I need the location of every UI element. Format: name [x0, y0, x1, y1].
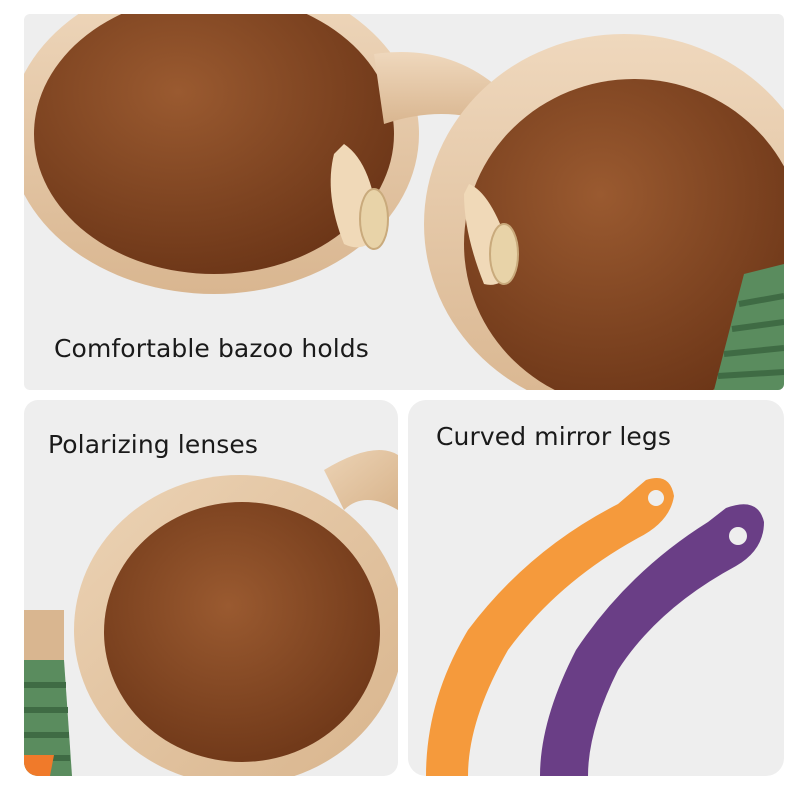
nose-pad-caption: Comfortable bazoo holds — [54, 334, 369, 363]
temple-legs-illustration — [426, 478, 764, 776]
temple-ridges — [24, 682, 70, 761]
bridge — [374, 52, 494, 124]
purple-leg-hole — [729, 527, 747, 545]
right-lens — [464, 79, 784, 390]
lens-caption: Polarizing lenses — [48, 430, 259, 459]
temple-legs-panel: Curved mirror legs — [408, 400, 784, 776]
left-lens — [34, 14, 394, 274]
nose-pad-illustration — [24, 14, 784, 390]
lens-illustration — [24, 450, 398, 776]
lens — [104, 502, 380, 762]
lens-panel: Polarizing lenses — [24, 400, 398, 776]
orange-leg-hole — [648, 490, 664, 506]
orange-temple-leg — [426, 478, 674, 776]
temple-ridges — [717, 293, 784, 379]
orange-temple-tip — [24, 755, 54, 776]
bridge-stub — [324, 450, 398, 510]
right-nose-pad-button — [489, 223, 519, 285]
left-nose-pad-button — [359, 188, 389, 250]
purple-temple-leg — [540, 504, 764, 776]
temple-legs-caption: Curved mirror legs — [436, 422, 671, 451]
green-temple — [24, 660, 72, 776]
nose-pad-panel: Comfortable bazoo holds — [24, 14, 784, 390]
